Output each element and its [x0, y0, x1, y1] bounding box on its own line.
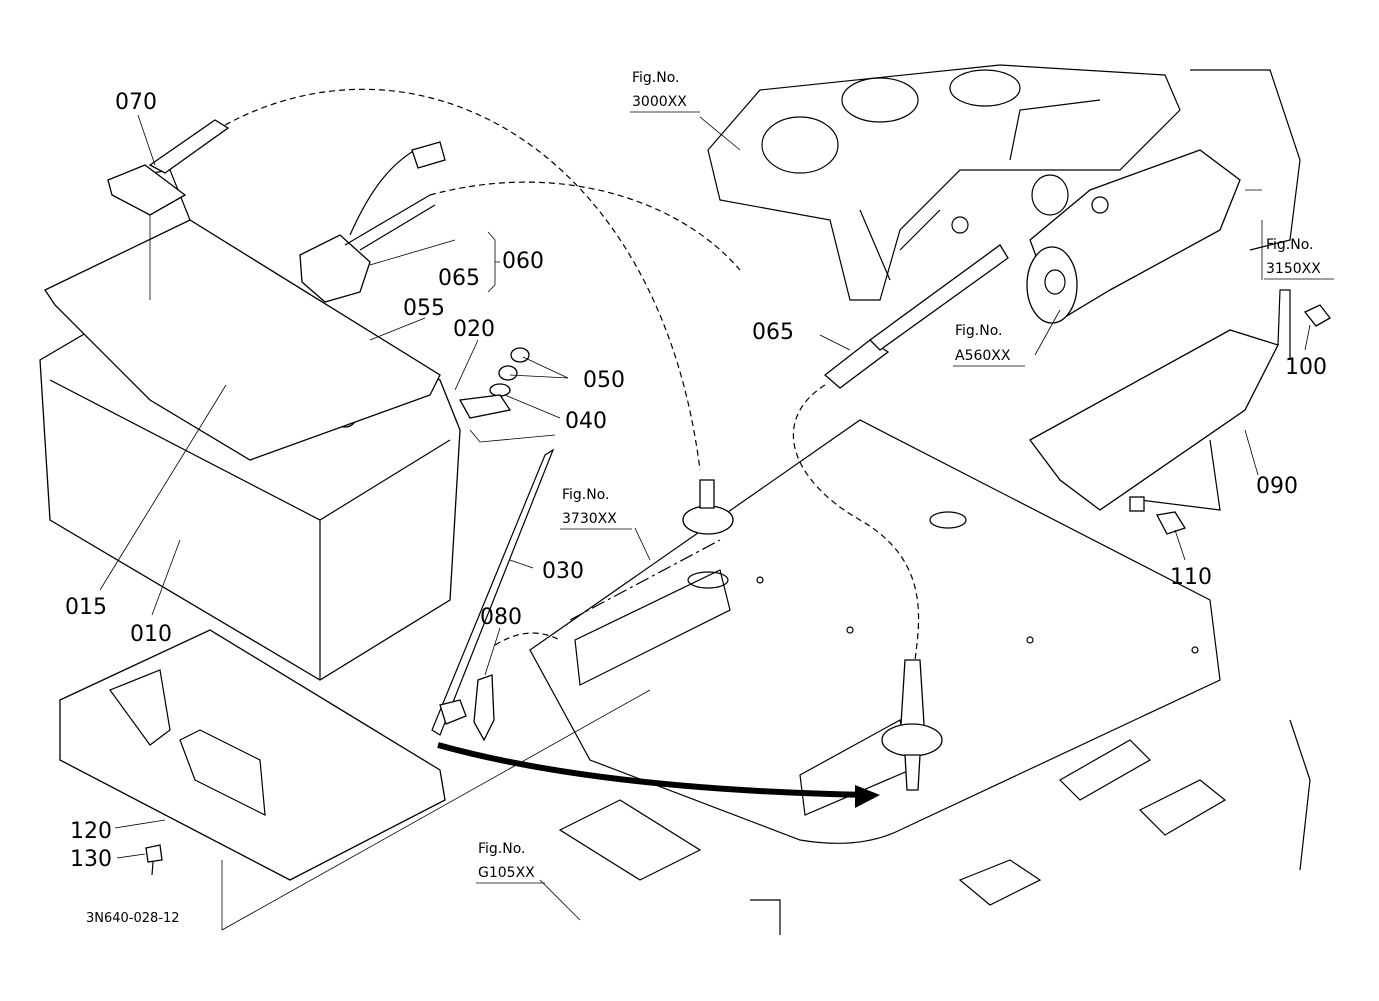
part-label-130: 130 — [70, 847, 112, 872]
part-label-090: 090 — [1256, 474, 1298, 499]
part-label-060: 060 — [502, 249, 544, 274]
bolt-100 — [1303, 304, 1331, 327]
part-label-055: 055 — [403, 296, 445, 321]
part-labels: 070 060 065 055 020 050 040 065 015 010 … — [65, 90, 1327, 872]
bolt-110 — [1156, 511, 1186, 535]
part-label-050: 050 — [583, 368, 625, 393]
part-label-120: 120 — [70, 819, 112, 844]
terminal-070 — [107, 88, 701, 471]
part-label-065-right: 065 — [752, 320, 794, 345]
fig-ref-A560-label: Fig.No. — [955, 323, 1003, 339]
bottom-cover-120 — [59, 629, 446, 881]
ground-cable-080 — [437, 632, 880, 808]
fig-ref-3150-label: Fig.No. — [1266, 237, 1314, 253]
fig-ref-G105-code: G105XX — [478, 865, 535, 881]
fig-ref-3000-label: Fig.No. — [632, 70, 680, 86]
bolt-130 — [145, 844, 163, 876]
part-label-100: 100 — [1285, 355, 1327, 380]
cable-065-right — [792, 244, 1009, 661]
fig-ref-3730-code: 3730XX — [562, 511, 617, 527]
part-label-020: 020 — [453, 317, 495, 342]
frame — [558, 719, 1311, 935]
part-label-065-left: 065 — [438, 266, 480, 291]
fig-ref-A560-code: A560XX — [955, 348, 1011, 364]
diagram-code: 3N640-028-12 — [86, 911, 180, 926]
part-label-015: 015 — [65, 595, 107, 620]
battery-rod-030 — [431, 448, 555, 736]
part-label-010: 010 — [130, 622, 172, 647]
fig-ref-3730-label: Fig.No. — [562, 487, 610, 503]
fig-ref-3000-code: 3000XX — [632, 94, 687, 110]
connector-060 — [299, 141, 741, 303]
starter-cover-090 — [1029, 289, 1291, 512]
leader-lines — [99, 114, 1311, 931]
part-label-030: 030 — [542, 559, 584, 584]
engine-block — [707, 64, 1301, 301]
part-label-110: 110 — [1170, 565, 1212, 590]
starter-motor — [1026, 149, 1241, 324]
fig-ref-G105-label: Fig.No. — [478, 841, 526, 857]
part-label-040: 040 — [565, 409, 607, 434]
figure-references: Fig.No. 3000XX Fig.No. 3150XX Fig.No. A5… — [476, 70, 1334, 884]
fig-ref-3150-code: 3150XX — [1266, 261, 1321, 277]
part-label-080: 080 — [480, 605, 522, 630]
terminal-stud — [881, 659, 943, 791]
nuts-and-washers — [458, 347, 530, 419]
part-label-070: 070 — [115, 90, 157, 115]
grommet — [682, 479, 734, 589]
